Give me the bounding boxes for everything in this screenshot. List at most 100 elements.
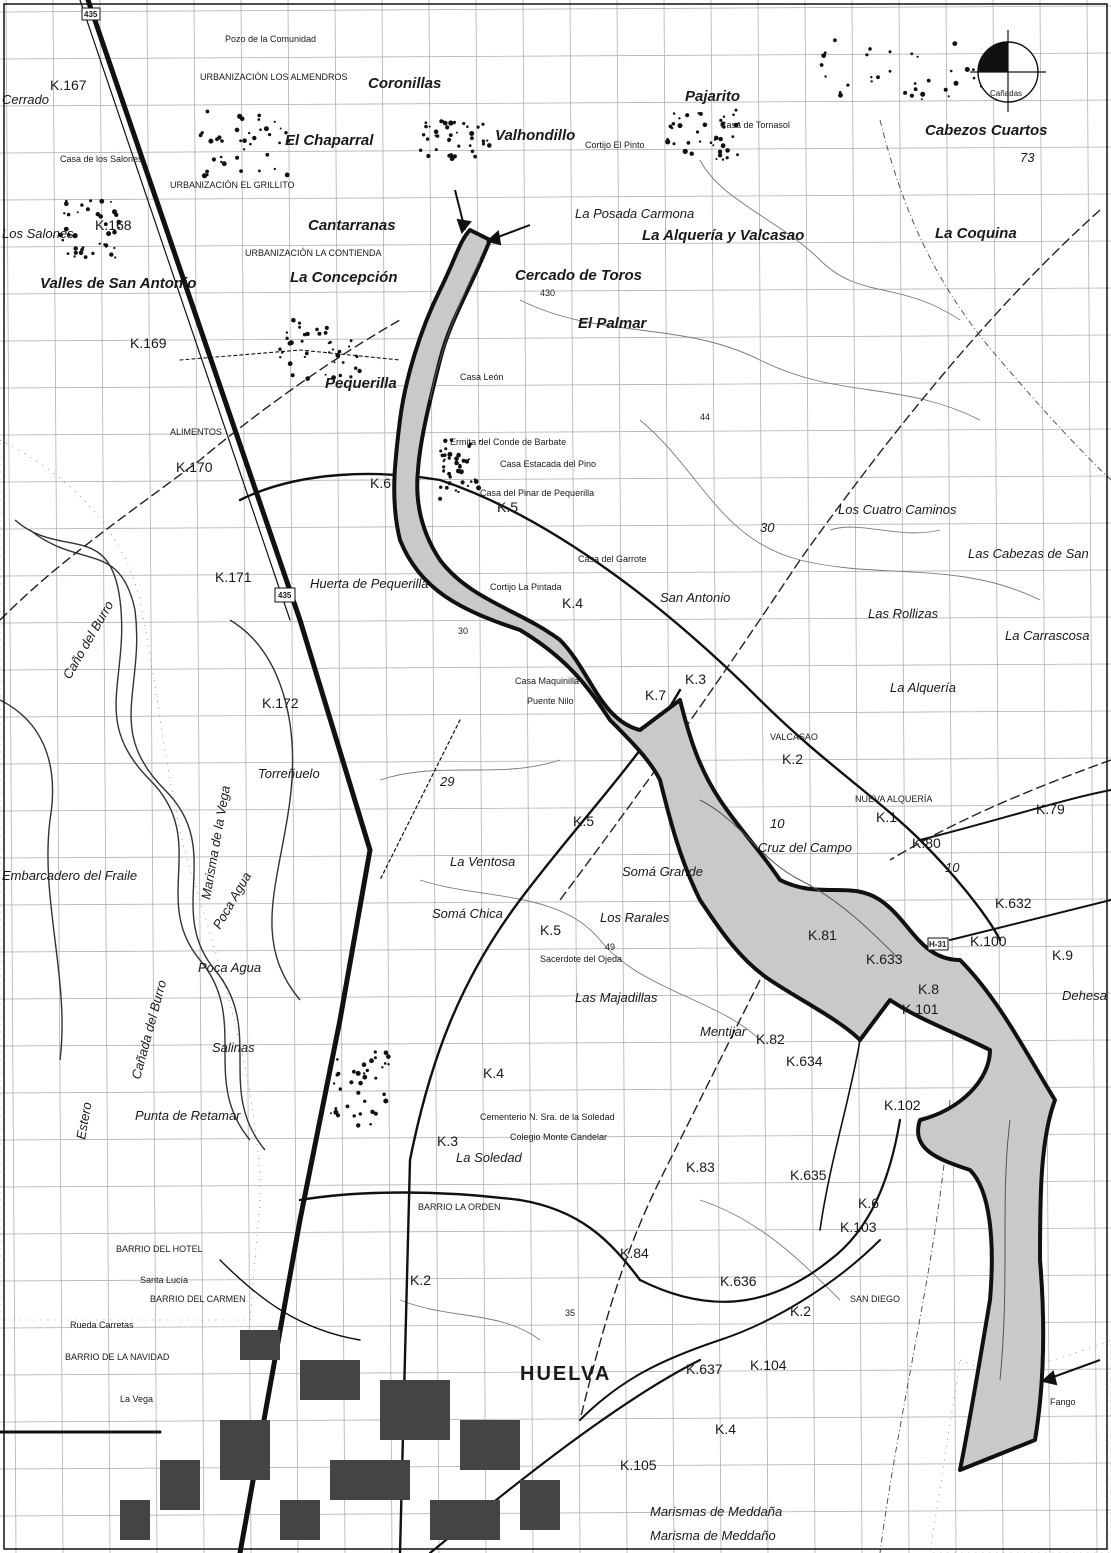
elev-430: 430 — [540, 288, 555, 298]
settlement-dot — [257, 113, 262, 118]
label-los-rarales: Los Rarales — [600, 910, 670, 925]
grid-line-horizontal — [0, 1180, 1111, 1188]
settlement-dot — [439, 119, 444, 124]
grid-line-vertical — [52, 0, 64, 1553]
elev-30-b: 30 — [458, 626, 468, 636]
settlement-dot — [369, 1123, 372, 1126]
settlement-dot — [336, 1071, 341, 1076]
km-80: K.80 — [912, 835, 941, 851]
km-2-a: K.2 — [782, 751, 803, 767]
settlement-dot — [273, 120, 276, 123]
settlement-dot — [445, 125, 450, 130]
grid-line-horizontal — [0, 334, 1111, 342]
settlement-dot — [734, 108, 738, 112]
elev-30-a: 30 — [760, 520, 775, 535]
settlement-dot — [846, 83, 850, 87]
road-n435-edge — [79, 0, 291, 621]
km-103: K.103 — [840, 1219, 877, 1235]
settlement-dot — [466, 484, 470, 487]
settlement-dot — [337, 349, 342, 354]
settlement-dot — [239, 169, 244, 174]
settlement-dot — [473, 479, 479, 484]
km-8: K.8 — [918, 981, 939, 997]
settlement-dot — [470, 149, 475, 154]
settlement-dot — [697, 112, 700, 115]
km-102: K.102 — [884, 1097, 921, 1113]
settlement-dot — [725, 148, 730, 153]
settlement-dot — [73, 255, 76, 258]
label-cementerio: Cementerio N. Sra. de la Soledad — [480, 1112, 615, 1122]
km-169: K.169 — [130, 335, 167, 351]
settlement-dot — [221, 161, 227, 167]
settlement-dot — [369, 1058, 374, 1064]
huelva-urban-area — [120, 1330, 560, 1540]
label-la-alqueria-valcasao: La Alquería y Valcasao — [642, 227, 804, 244]
label-soma-grande: Somá Grande — [622, 864, 703, 879]
label-urbanizacion-almendros: URBANIZACIÓN LOS ALMENDROS — [200, 72, 348, 82]
settlement-dot — [737, 122, 740, 125]
grid-line-vertical — [146, 0, 158, 1553]
km-5-a: K.5 — [497, 499, 518, 515]
settlement-dot — [117, 226, 120, 229]
settlement-dot — [373, 1111, 378, 1116]
label-valles-san-antonio: Valles de San Antonio — [40, 275, 196, 292]
settlement-dot — [913, 87, 918, 92]
label-casa-pinar: Casa del Pinar de Pequerilla — [480, 488, 594, 498]
settlement-dot — [324, 325, 329, 330]
km-83: K.83 — [686, 1159, 715, 1175]
settlement-dot — [455, 131, 458, 134]
km-633: K.633 — [866, 951, 903, 967]
spot-elevations: 73 430 44 30 30 10 10 29 49 35 — [439, 150, 1035, 1318]
map-frame — [3, 3, 1108, 1550]
km-6-a: K.6 — [370, 475, 391, 491]
label-casa-maquinilla: Casa Maquinilla — [515, 676, 579, 686]
grid-line-horizontal — [0, 1086, 1111, 1094]
compass-north-quadrant — [978, 42, 1008, 72]
km-3-b: K.3 — [437, 1133, 458, 1149]
settlement-dot — [464, 459, 470, 464]
grid-line-horizontal — [0, 99, 1111, 107]
settlement-dot — [114, 256, 117, 259]
settlement-dot — [461, 458, 466, 463]
grid-line-vertical — [5, 0, 17, 1553]
grid-line-vertical — [240, 0, 252, 1553]
label-el-palmar: El Palmar — [578, 315, 648, 332]
settlement-dot — [58, 232, 63, 238]
elev-29: 29 — [439, 774, 454, 789]
label-barrio-navidad: BARRIO DE LA NAVIDAD — [65, 1352, 170, 1362]
settlement-dot — [824, 75, 827, 78]
settlement-dot — [428, 125, 431, 128]
settlement-dot — [242, 148, 246, 151]
settlement-dot — [273, 167, 276, 171]
settlement-dot — [374, 1076, 378, 1080]
settlement-dot — [297, 321, 302, 325]
settlement-dot — [449, 156, 455, 162]
label-marisma-meddano: Marisma de Meddaño — [650, 1528, 776, 1543]
settlement-dot — [217, 135, 222, 140]
settlement-dot — [103, 243, 106, 246]
settlement-dot — [456, 452, 461, 458]
settlement-dot — [819, 63, 824, 67]
settlement-dot — [287, 139, 291, 143]
settlement-dot — [333, 361, 336, 364]
grid-line-horizontal — [0, 898, 1111, 906]
grid-line-horizontal — [0, 1368, 1111, 1376]
settlement-dot — [418, 148, 423, 152]
settlement-dot — [329, 1112, 332, 1115]
grid-line-horizontal — [0, 1274, 1111, 1282]
settlement-dot — [717, 149, 723, 154]
settlement-dot — [284, 172, 290, 178]
settlement-dot — [383, 1050, 389, 1055]
label-la-posada-carmona: La Posada Carmona — [575, 206, 694, 221]
label-las-rollizas: Las Rollizas — [868, 606, 939, 621]
grid-line-vertical — [334, 0, 346, 1553]
settlement-dot — [198, 133, 203, 138]
settlement-dot — [671, 122, 676, 126]
label-cruz-del-campo: Cruz del Campo — [758, 840, 852, 855]
settlement-dot — [103, 222, 108, 227]
label-casa-garrote: Casa del Garrote — [578, 554, 647, 564]
settlement-dot — [454, 456, 459, 462]
settlement-dot — [85, 207, 90, 212]
km-2-c: K.2 — [790, 1303, 811, 1319]
